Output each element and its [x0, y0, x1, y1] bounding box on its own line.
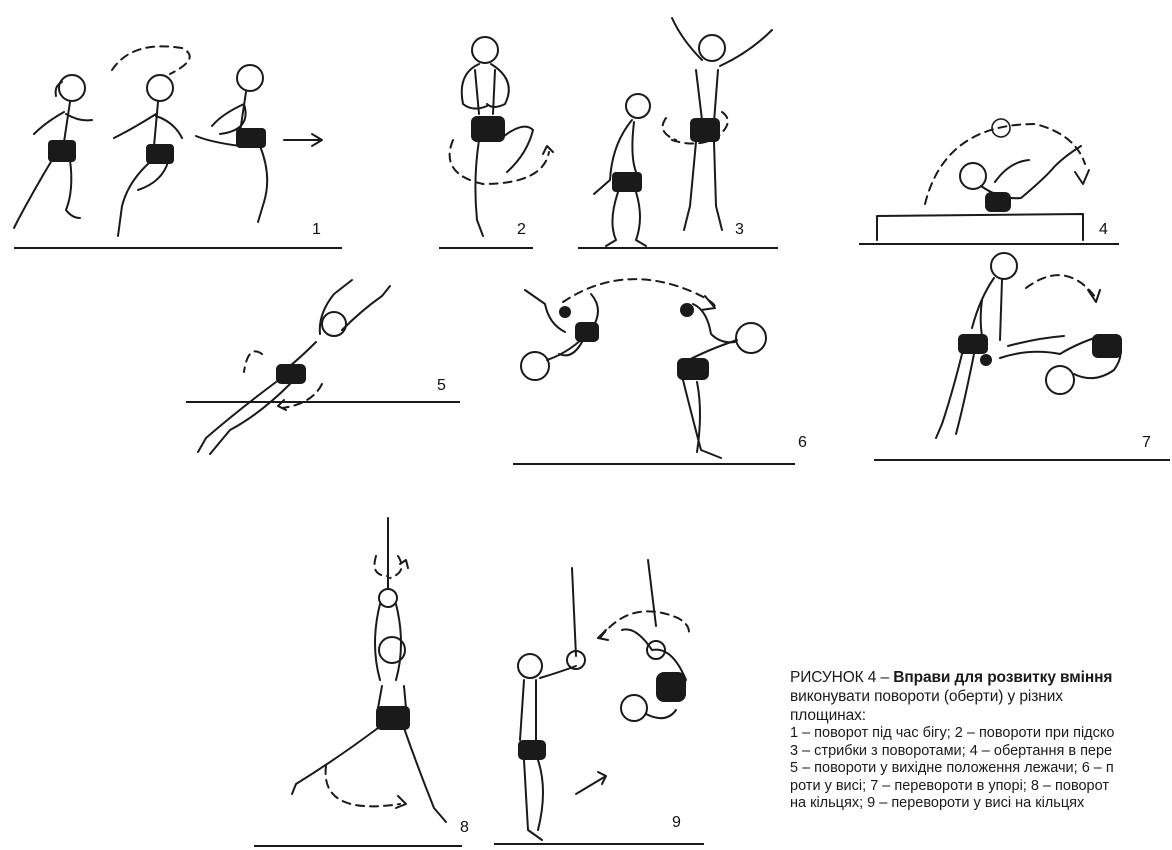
figure-caption: РИСУНОК 4 – Вправи для розвитку вміння в… [790, 668, 1172, 813]
caption-description-line-5: на кільцях; 9 – перевороти у висі на кіл… [790, 795, 1172, 813]
caption-description-line-1: 1 – поворот під час бігу; 2 – повороти п… [790, 725, 1172, 743]
panel-6-hang-flips [505, 270, 815, 470]
panel-number-1: 1 [312, 221, 321, 239]
caption-title-line-1: РИСУНОК 4 – Вправи для розвитку вміння [790, 668, 1172, 687]
panel-5-lying-turn [180, 278, 470, 468]
caption-description-line-2: 3 – стрибки з поворотами; 4 – обертання … [790, 743, 1172, 761]
panel-9-ring-flips [480, 560, 720, 850]
panel-2-jump-turns [435, 30, 570, 255]
panel-3-turning-jumps [570, 8, 785, 255]
panel-7-support-flips [870, 250, 1172, 465]
caption-prefix: РИСУНОК 4 – [790, 669, 893, 686]
caption-title-part-1: Вправи для розвитку вміння [893, 669, 1112, 686]
panel-4-forward-roll [855, 100, 1135, 250]
caption-title-line-3: площинах: [790, 706, 1172, 725]
panel-8-ring-turns [250, 510, 480, 850]
panel-number-4: 4 [1099, 221, 1108, 239]
panel-number-5: 5 [437, 377, 446, 395]
caption-description-line-4: роти у висі; 7 – перевороти в упорі; 8 –… [790, 778, 1172, 796]
caption-description-line-3: 5 – повороти у вихідне положення лежачи;… [790, 760, 1172, 778]
panel-number-2: 2 [517, 221, 526, 239]
panel-number-7: 7 [1142, 434, 1151, 452]
panel-number-8: 8 [460, 819, 469, 837]
panel-1-running-turn [0, 30, 350, 255]
panel-number-3: 3 [735, 221, 744, 239]
panel-number-6: 6 [798, 434, 807, 452]
caption-title-line-2: виконувати повороти (оберти) у різних [790, 687, 1172, 706]
panel-number-9: 9 [672, 814, 681, 832]
